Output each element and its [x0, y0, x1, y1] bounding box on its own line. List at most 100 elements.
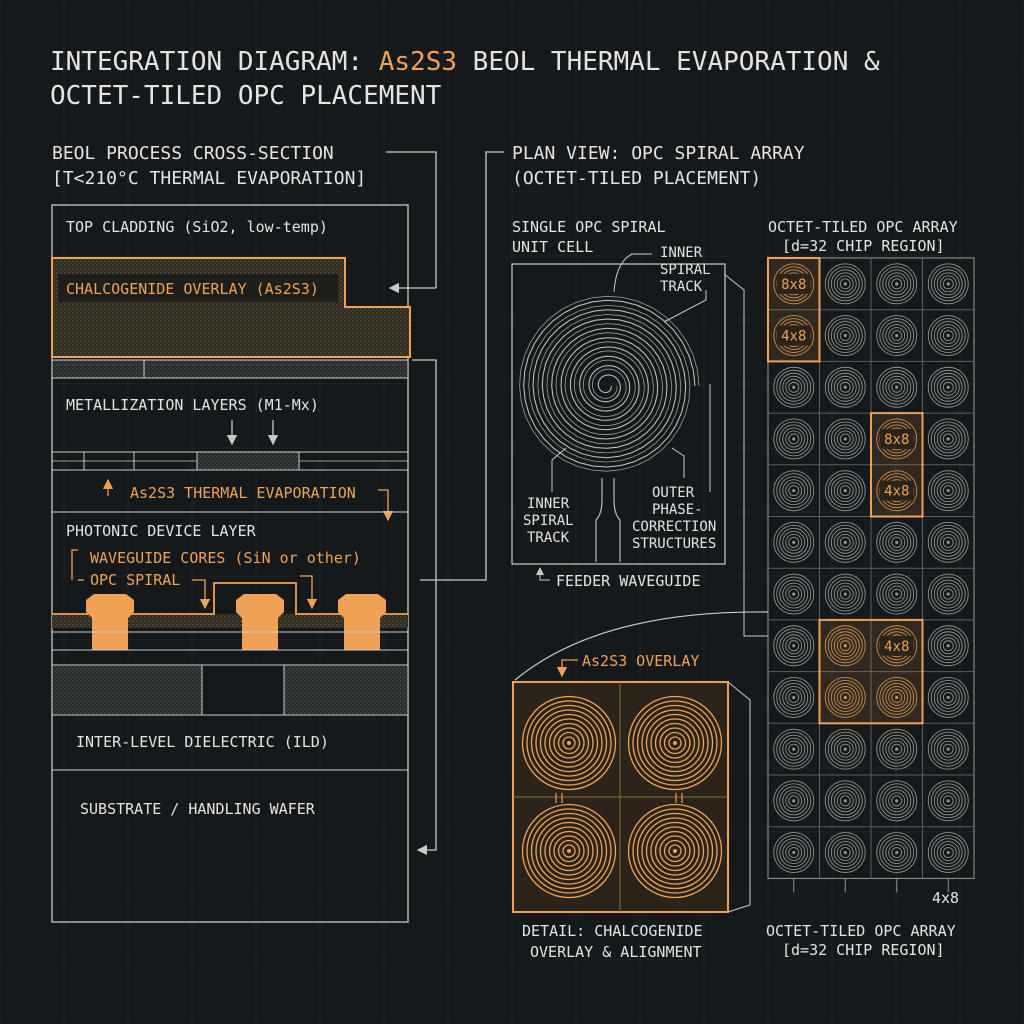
- inner-track-top-label-3: TRACK: [660, 279, 703, 295]
- unit-spiral-track-b: [519, 295, 700, 472]
- array-spiral-cell: [927, 677, 969, 718]
- tile-label: 4x8: [884, 639, 909, 655]
- feeder-waveguide: [595, 478, 621, 562]
- inner-track-top-leader-2: [663, 290, 707, 323]
- outer-structures-label-1: OUTER: [652, 485, 695, 501]
- waveguide-cores-label: WAVEGUIDE CORES (SiN or other): [90, 549, 361, 567]
- octet-tile-highlight: [767, 257, 821, 363]
- array-spiral-cell: [876, 832, 918, 873]
- top-cladding-label: TOP CLADDING (SiO2, low-temp): [66, 218, 328, 236]
- array-spiral-cell: [773, 521, 815, 563]
- array-spiral-cell: [927, 366, 969, 408]
- detail-callout-arc: [514, 611, 769, 681]
- plan-view-subheading: (OCTET-TILED PLACEMENT): [512, 168, 761, 189]
- waveguide-bracket: [71, 549, 78, 580]
- tile-label: 4x8: [781, 329, 806, 345]
- array-spiral-cell: [927, 728, 969, 770]
- array-spiral-cell: [876, 366, 918, 408]
- array-spiral-cell: [824, 832, 866, 873]
- array-spiral-cell: [773, 418, 815, 460]
- opc-arrow: [192, 579, 211, 610]
- detail-caption-1: DETAIL: CHALCOGENIDE: [522, 922, 703, 940]
- waveguide-core-1: [86, 594, 134, 650]
- array-spiral-cell: [927, 263, 969, 305]
- array-spiral-cell: [773, 625, 815, 667]
- detail-links: [555, 793, 683, 803]
- diagram-title: INTEGRATION DIAGRAM: As2S3 BEOL THERMAL …: [50, 47, 880, 77]
- unit-spiral-track-a: [523, 299, 696, 468]
- detail-spiral: [627, 803, 723, 899]
- inner-track-top-leader: [613, 253, 652, 293]
- array-spiral-cell: [876, 263, 918, 305]
- array-spiral-cell: [824, 521, 866, 563]
- array-spiral-cell: [876, 521, 918, 563]
- feeder-arrow: [536, 567, 550, 581]
- array-spiral-cell: [824, 470, 866, 512]
- array-subheading: [d=32 CHIP REGION]: [782, 237, 945, 255]
- barrier-layer: [51, 359, 409, 379]
- overlay-contour: [52, 582, 408, 615]
- photonic-layer-label: PHOTONIC DEVICE LAYER: [66, 522, 257, 540]
- array-spiral-cell: [927, 470, 969, 512]
- array-spiral-cell: [927, 780, 969, 822]
- right-leader-bottom: [412, 359, 437, 856]
- chalcogenide-overlay-layer: [51, 257, 411, 358]
- array-spiral-cell: [927, 418, 969, 460]
- inner-track-top-label-1: INNER: [660, 245, 703, 261]
- stack-outline: [51, 204, 409, 923]
- array-spiral-cell: [824, 573, 866, 615]
- wg-arrow: [300, 575, 318, 610]
- array-spiral-cell: [927, 832, 969, 873]
- title-part-2: BEOL THERMAL EVAPORATION &: [457, 47, 880, 77]
- array-spiral-cell: [876, 728, 918, 770]
- array-footer-2: [d=32 CHIP REGION]: [782, 941, 945, 959]
- tile-label-bg: [879, 428, 914, 449]
- evaporation-arrow-right: [378, 489, 394, 522]
- tile-label-bg: [879, 635, 914, 656]
- array-spiral-cell: [773, 573, 815, 615]
- plan-leader: [420, 151, 504, 581]
- chalcogenide-label-box: [58, 274, 338, 302]
- tile-label: 8x8: [884, 432, 909, 448]
- ild-label: INTER-LEVEL DIELECTRIC (ILD): [76, 733, 329, 751]
- tile-label: 8x8: [781, 277, 806, 293]
- inner-track-bottom-label-2: SPIRAL: [523, 513, 574, 529]
- detail-spiral: [627, 695, 723, 791]
- array-spiral-cell: [876, 677, 918, 718]
- array-footer: OCTET-TILED OPC ARRAY: [766, 922, 956, 940]
- evaporation-label: As2S3 THERMAL EVAPORATION: [130, 484, 356, 502]
- chalcogenide-overlay-label: CHALCOGENIDE OVERLAY (As2S3): [66, 280, 319, 298]
- array-leader: [723, 273, 768, 637]
- cross-section-heading: BEOL PROCESS CROSS-SECTION: [52, 143, 334, 164]
- cross-section-subheading: [T<210°C THERMAL EVAPORATION]: [52, 168, 366, 189]
- feeder-waveguide-label: FEEDER WAVEGUIDE: [556, 572, 701, 590]
- array-spiral-cell: [824, 263, 866, 305]
- array-spiral-cell: [773, 470, 815, 512]
- array-spiral-cell: [824, 677, 866, 718]
- array-spiral-cell: [876, 315, 918, 356]
- waveguide-core-2: [236, 594, 284, 650]
- array-spiral-cell: [876, 573, 918, 615]
- heading-leader: [386, 151, 437, 288]
- outer-structures-leader-2: [671, 447, 685, 478]
- chalcogenide-detail-box: [512, 681, 729, 913]
- inner-track-bottom-label-1: INNER: [527, 496, 570, 512]
- array-spiral-cell: [876, 780, 918, 822]
- metallization-label: METALLIZATION LAYERS (M1-Mx): [66, 396, 319, 414]
- unit-cell-frame: [511, 263, 726, 565]
- overlay-fill-band: [52, 614, 408, 628]
- overlay-detail-label: As2S3 OVERLAY: [582, 652, 699, 670]
- array-spiral-cell: [773, 728, 815, 770]
- array-spiral-cell: [824, 780, 866, 822]
- opc-spiral-label: OPC SPIRAL: [90, 571, 180, 589]
- array-spiral-cell: [773, 832, 815, 873]
- metal-line-b: [196, 451, 300, 471]
- array-spiral-cell: [927, 573, 969, 615]
- unit-cell-title-2: UNIT CELL: [512, 238, 593, 256]
- outer-structures-label-3: CORRECTION: [632, 519, 716, 535]
- inner-track-bottom-label-3: TRACK: [527, 530, 570, 546]
- title-part-1: INTEGRATION DIAGRAM:: [50, 47, 379, 77]
- array-spiral-cell: [824, 418, 866, 460]
- opc-spiral-unit-cell: [519, 295, 700, 472]
